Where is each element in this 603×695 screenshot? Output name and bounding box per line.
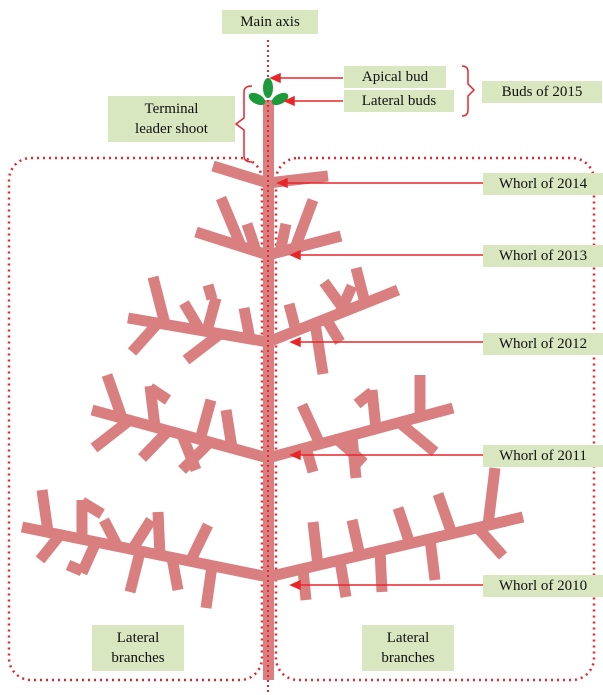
- lateral-bud-right: [271, 92, 289, 106]
- whorl-2011-label: Whorl of 2011: [483, 445, 603, 467]
- whorl-2014-label: Whorl of 2014: [483, 173, 603, 195]
- lateral-branches-left-line1: Lateral: [116, 630, 160, 646]
- lateral-branches-left-label: Lateral branches: [92, 625, 184, 671]
- apical-bud-label: Apical bud: [344, 66, 446, 88]
- lateral-branches-right-line2: branches: [381, 650, 435, 666]
- terminal-leader-line1: Terminal: [144, 101, 199, 117]
- branches: [20, 160, 525, 609]
- terminal-leader-bracket: [234, 85, 253, 163]
- lateral-buds-label: Lateral buds: [344, 90, 454, 112]
- buds-bracket: [461, 65, 476, 117]
- apical-bud: [263, 78, 273, 98]
- whorl-2013-label: Whorl of 2013: [483, 245, 603, 267]
- arrows: [269, 72, 483, 591]
- whorl-2013-branches: [194, 195, 343, 261]
- buds: [248, 78, 289, 106]
- lateral-branches-right-label: Lateral branches: [362, 625, 454, 671]
- main-axis-label: Main axis: [222, 10, 318, 34]
- terminal-leader-line2: leader shoot: [135, 121, 208, 137]
- buds-year-label: Buds of 2015: [482, 81, 602, 103]
- whorl-2014-branches: [211, 160, 329, 189]
- lateral-bud-left: [248, 92, 266, 106]
- right-lateral-region: [274, 156, 596, 682]
- whorl-2012-branches: [127, 266, 401, 375]
- whorl-2010-branches: [20, 467, 525, 609]
- lateral-branches-left-line2: branches: [111, 650, 165, 666]
- whorl-2011-branches: [90, 373, 455, 479]
- lateral-branches-right-line1: Lateral: [386, 630, 430, 646]
- terminal-leader-label: Terminal leader shoot: [108, 96, 235, 142]
- whorl-2012-label: Whorl of 2012: [483, 333, 603, 355]
- brackets: [234, 65, 476, 163]
- whorl-2010-label: Whorl of 2010: [483, 575, 603, 597]
